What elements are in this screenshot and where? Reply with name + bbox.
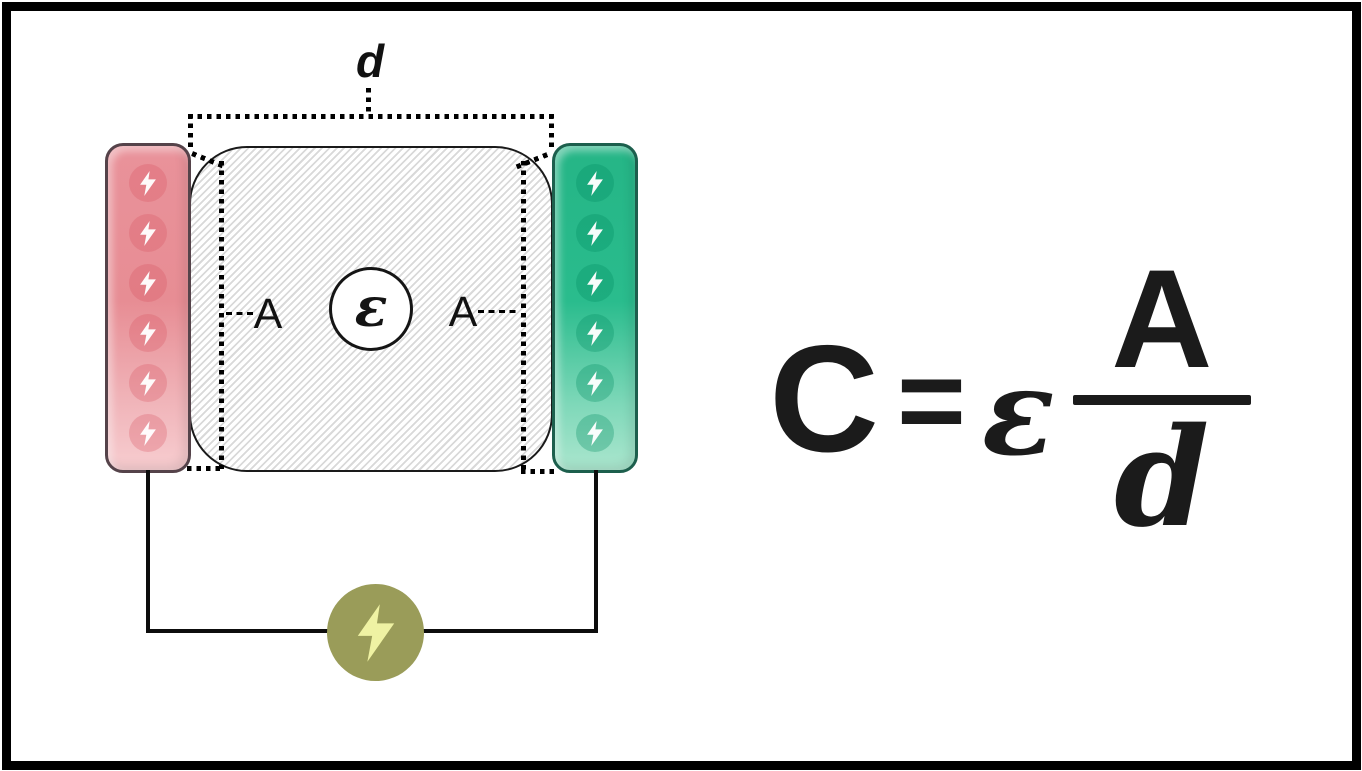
area-label-connector-left <box>226 312 254 316</box>
area-boundary-right <box>521 161 526 472</box>
lightning-bolt-icon <box>587 420 603 446</box>
lightning-bolt-icon <box>140 320 156 346</box>
distance-leader-line <box>366 88 371 116</box>
capacitor-plate-left <box>105 143 191 473</box>
charge-bolt-icon <box>576 164 614 202</box>
area-label-right: A <box>448 288 478 336</box>
lightning-bolt-icon <box>587 270 603 296</box>
charge-bolt-icon <box>129 164 167 202</box>
formula-distance-denominator: d <box>1114 398 1210 558</box>
formula-equals-sign: = <box>896 335 966 467</box>
lightning-bolt-icon <box>587 170 603 196</box>
lightning-bolt-icon <box>140 370 156 396</box>
charge-bolt-icon <box>576 364 614 402</box>
dielectric-slab <box>189 146 553 472</box>
charge-bolt-icon <box>576 264 614 302</box>
charge-bolt-icon <box>576 314 614 352</box>
permittivity-symbol: ε <box>354 275 388 339</box>
distance-bracket-hook-left <box>188 114 193 151</box>
area-label-left: A <box>253 290 283 338</box>
battery-icon <box>327 584 424 681</box>
fraction-bar <box>1072 395 1251 405</box>
lightning-bolt-icon <box>587 370 603 396</box>
distance-bracket <box>188 114 554 119</box>
charge-bolt-icon <box>129 264 167 302</box>
lightning-bolt-icon <box>140 220 156 246</box>
lightning-bolt-icon <box>140 270 156 296</box>
capacitor-plate-right <box>552 143 638 473</box>
formula-fraction: A d <box>1072 240 1251 558</box>
formula-capacitance: C <box>769 314 879 484</box>
area-boundary-left <box>219 161 224 469</box>
area-label-connector-right <box>478 310 519 314</box>
charge-bolt-icon <box>129 364 167 402</box>
charge-bolt-icon <box>576 414 614 452</box>
dotted-foot-right <box>521 469 559 474</box>
formula-permittivity: ε <box>981 342 1055 483</box>
lightning-bolt-icon <box>587 320 603 346</box>
wire-left <box>146 470 150 631</box>
distance-label: d <box>355 35 385 87</box>
permittivity-badge: ε <box>329 267 413 351</box>
dotted-foot-left <box>187 466 223 471</box>
lightning-bolt-icon <box>140 420 156 446</box>
charge-bolt-icon <box>576 214 614 252</box>
charge-bolt-icon <box>129 214 167 252</box>
charge-bolt-icon <box>129 414 167 452</box>
capacitance-formula: C = ε A d <box>752 238 1268 560</box>
distance-bracket-hook-right <box>549 114 554 151</box>
lightning-bolt-icon <box>587 220 603 246</box>
wire-right <box>594 470 598 631</box>
lightning-bolt-icon <box>357 603 394 662</box>
lightning-bolt-icon <box>140 170 156 196</box>
formula-area-numerator: A <box>1111 240 1213 398</box>
charge-bolt-icon <box>129 314 167 352</box>
